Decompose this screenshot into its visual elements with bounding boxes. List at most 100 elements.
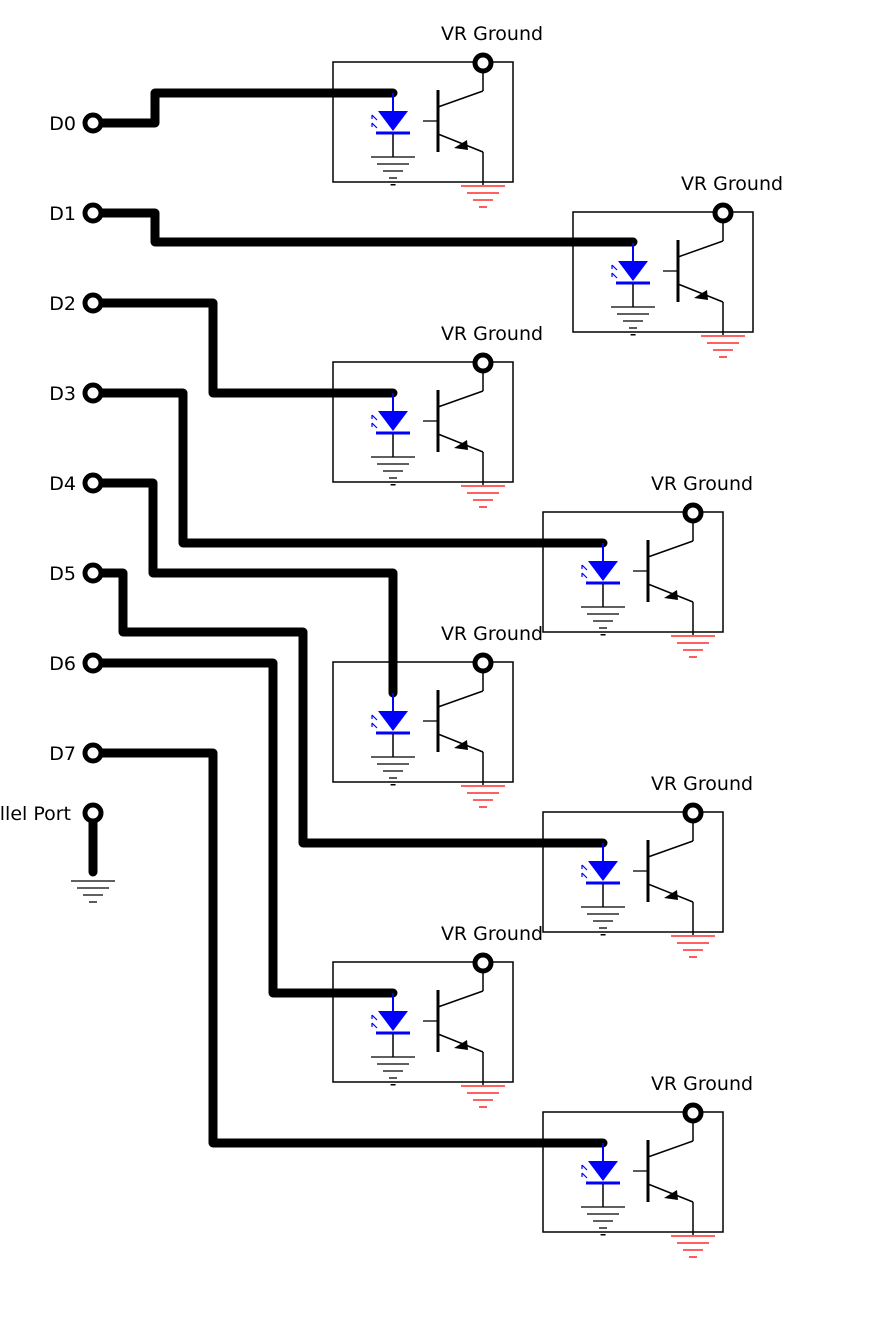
phototransistor-icon <box>663 214 724 335</box>
minus-label: - <box>600 623 607 645</box>
optocoupler-4: - VR Ground <box>332 623 543 808</box>
vr-ground-label: VR Ground <box>441 23 543 45</box>
port-label: D5 <box>49 563 76 585</box>
phototransistor-icon <box>423 364 484 485</box>
minus-label: - <box>390 473 397 495</box>
minus-label: - <box>600 923 607 945</box>
output-ground-icon <box>671 1235 715 1258</box>
wire-d1 <box>88 208 638 247</box>
minus-label: - <box>630 323 637 345</box>
terminal-ring-icon <box>82 202 104 224</box>
led-ground-icon <box>371 456 415 479</box>
led-icon <box>581 1143 620 1207</box>
phototransistor-icon <box>633 814 694 935</box>
vr-ground-label: VR Ground <box>651 773 753 795</box>
vr-ground-terminal-icon <box>712 202 734 224</box>
minus-label: - <box>390 773 397 795</box>
led-ground-icon <box>371 1056 415 1079</box>
phototransistor-icon <box>423 664 484 785</box>
optocoupler-7: - VR Ground <box>542 1073 753 1258</box>
vr-ground-terminal-icon <box>682 1102 704 1124</box>
parallel-port-ground-icon <box>71 880 115 903</box>
led-icon <box>611 243 650 307</box>
optocoupler-box <box>572 211 754 333</box>
optocoupler-box <box>332 361 514 483</box>
wire-d6 <box>88 658 398 998</box>
port-label: D1 <box>49 203 76 225</box>
led-ground-icon <box>581 1206 625 1229</box>
vr-ground-terminal-icon <box>682 502 704 524</box>
led-icon <box>581 543 620 607</box>
terminal-ring-icon <box>82 112 104 134</box>
led-icon <box>581 843 620 907</box>
led-icon <box>371 93 410 157</box>
terminal-ring-icon <box>82 382 104 404</box>
port-label: D7 <box>49 743 76 765</box>
vr-ground-label: VR Ground <box>441 323 543 345</box>
port-d6: D6 <box>49 652 104 675</box>
port-d3: D3 <box>49 382 104 405</box>
parallel-port-label: llel Port <box>0 803 71 825</box>
terminal-ring-icon <box>82 742 104 764</box>
led-ground-icon <box>611 306 655 329</box>
output-ground-icon <box>671 635 715 658</box>
wire-d4 <box>88 478 398 698</box>
port-label: D3 <box>49 383 76 405</box>
wire-d0 <box>88 88 398 128</box>
led-ground-icon <box>371 156 415 179</box>
phototransistor-icon <box>423 64 484 185</box>
optocoupler-2: - VR Ground <box>332 323 543 508</box>
vr-ground-label: VR Ground <box>651 1073 753 1095</box>
port-label: D0 <box>49 113 76 135</box>
port-label: D6 <box>49 653 76 675</box>
output-ground-icon <box>461 185 505 208</box>
vr-ground-terminal-icon <box>682 802 704 824</box>
output-ground-icon <box>461 1085 505 1108</box>
wire-d2 <box>88 298 398 398</box>
optocoupler-box <box>332 961 514 1083</box>
terminal-ring-icon <box>82 562 104 584</box>
minus-label: - <box>390 173 397 195</box>
phototransistor-icon <box>423 964 484 1085</box>
optocoupler-modules: - VR Ground - VR Ground - VR Ground - VR Ground… <box>332 23 783 1258</box>
terminal-ring-icon <box>82 292 104 314</box>
terminal-ring-icon <box>82 652 104 674</box>
led-ground-icon <box>371 756 415 779</box>
optocoupler-1: - VR Ground <box>572 173 783 358</box>
phototransistor-icon <box>633 514 694 635</box>
port-label: D4 <box>49 473 76 495</box>
wire-d7 <box>88 748 608 1148</box>
terminal-ring-icon <box>82 472 104 494</box>
optocoupler-5: - VR Ground <box>542 773 753 958</box>
led-icon <box>371 393 410 457</box>
vr-ground-label: VR Ground <box>441 623 543 645</box>
output-ground-icon <box>701 335 745 358</box>
parallel-port-ground: llel Port <box>0 802 115 903</box>
minus-label: - <box>600 1223 607 1245</box>
vr-ground-label: VR Ground <box>651 473 753 495</box>
wires <box>88 88 638 1148</box>
vr-ground-terminal-icon <box>472 652 494 674</box>
optocoupler-box <box>332 61 514 183</box>
led-icon <box>371 693 410 757</box>
port-d2: D2 <box>49 292 104 315</box>
output-ground-icon <box>461 485 505 508</box>
optocoupler-box <box>542 1111 724 1233</box>
vr-ground-label: VR Ground <box>441 923 543 945</box>
port-label: D2 <box>49 293 76 315</box>
vr-ground-terminal-icon <box>472 952 494 974</box>
port-d7: D7 <box>49 742 104 765</box>
led-ground-icon <box>581 906 625 929</box>
vr-ground-terminal-icon <box>472 352 494 374</box>
port-d0: D0 <box>49 112 104 135</box>
optocoupler-box <box>542 511 724 633</box>
led-ground-icon <box>581 606 625 629</box>
output-ground-icon <box>671 935 715 958</box>
optocoupler-3: - VR Ground <box>542 473 753 658</box>
optocoupler-0: - VR Ground <box>332 23 543 208</box>
vr-ground-label: VR Ground <box>681 173 783 195</box>
port-d1: D1 <box>49 202 104 225</box>
port-d4: D4 <box>49 472 104 495</box>
